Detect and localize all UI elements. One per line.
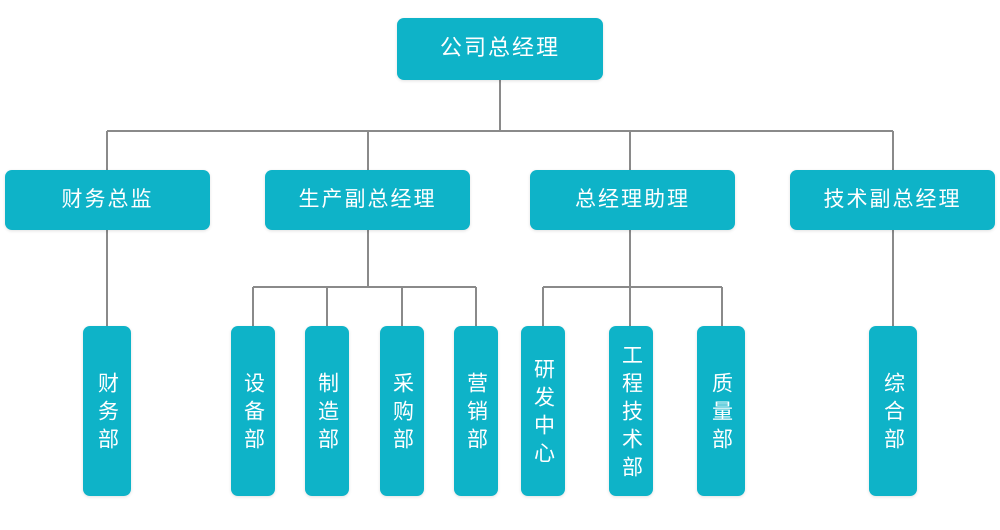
node-label: 财务总监 [61,187,154,212]
node-production-vice-general-manager[interactable]: 生产副总经理 [265,170,470,230]
node-equipment-department[interactable]: 设备部 [231,326,275,496]
node-finance-director[interactable]: 财务总监 [5,170,210,230]
node-manufacturing-department[interactable]: 制造部 [305,326,349,496]
node-general-manager-assistant[interactable]: 总经理助理 [530,170,735,230]
node-label: 生产副总经理 [298,187,437,212]
node-label: 制造部 [315,372,340,456]
node-quality-department[interactable]: 质量部 [697,326,745,496]
node-label: 质量部 [709,372,734,456]
node-label: 设备部 [241,372,266,456]
node-engineering-technology-department[interactable]: 工程技术部 [609,326,653,496]
node-label: 研发中心 [531,358,556,470]
node-label: 公司总经理 [439,35,560,61]
node-label: 营销部 [464,372,489,456]
node-general-affairs-department[interactable]: 综合部 [869,326,917,496]
node-label: 工程技术部 [619,344,644,484]
node-label: 技术副总经理 [823,187,962,212]
node-finance-department[interactable]: 财务部 [83,326,131,496]
node-label: 总经理助理 [575,187,690,212]
node-technical-vice-general-manager[interactable]: 技术副总经理 [790,170,995,230]
node-rd-center[interactable]: 研发中心 [521,326,565,496]
node-marketing-department[interactable]: 营销部 [454,326,498,496]
node-label: 综合部 [881,372,906,456]
node-procurement-department[interactable]: 采购部 [380,326,424,496]
node-label: 财务部 [95,372,120,456]
node-company-general-manager[interactable]: 公司总经理 [397,18,603,80]
node-label: 采购部 [390,372,415,456]
